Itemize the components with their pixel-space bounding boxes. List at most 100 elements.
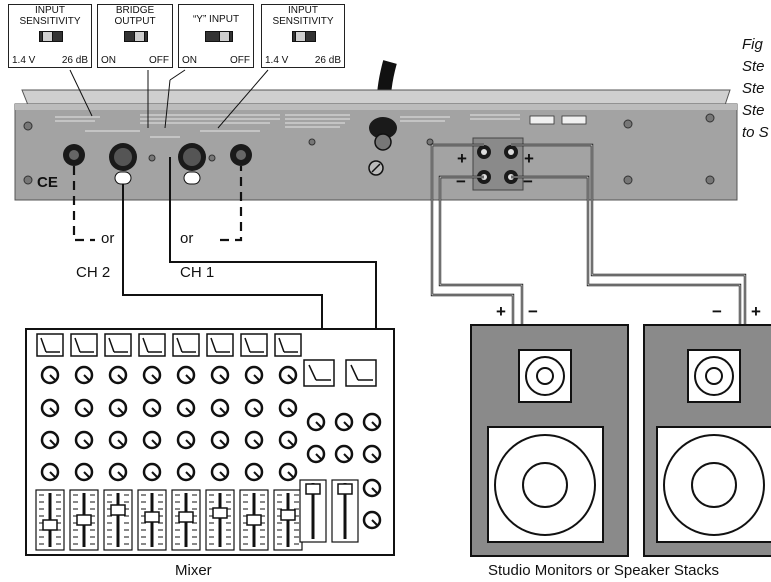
amp-plus-left: +: [457, 149, 467, 168]
ce-mark: CE: [37, 174, 58, 191]
meter-needle: [210, 337, 217, 353]
knob-pointer: [343, 453, 350, 460]
fader-cap: [246, 514, 262, 526]
fader-cap: [110, 504, 126, 516]
knob-pointer: [315, 453, 322, 460]
meter-icon: [206, 333, 234, 357]
meter-icon: [172, 333, 200, 357]
knob-pointer: [49, 471, 56, 478]
meter-needle: [308, 364, 317, 381]
slide-switch: [292, 31, 316, 42]
fader-cap: [305, 483, 321, 495]
or-label-right: or: [180, 230, 194, 247]
ch2-label: CH 2: [76, 264, 111, 281]
fader-cap: [337, 483, 353, 495]
knob-pointer: [219, 374, 226, 381]
fader-cap: [42, 519, 58, 531]
ch2-xlr-jack: [109, 143, 137, 185]
knob-pointer: [151, 374, 158, 381]
meter-needle: [278, 337, 285, 353]
speaker-right-minus: −: [712, 302, 722, 321]
knob-pointer: [219, 439, 226, 446]
fader-cap: [280, 509, 296, 521]
slide-switch: [205, 31, 233, 42]
ch1-xlr-jack: [178, 143, 206, 185]
meter-needle: [108, 337, 115, 353]
meter-icon: [36, 333, 64, 357]
knob-pointer: [287, 374, 294, 381]
speaker-right-plus: +: [751, 302, 761, 321]
meter-needle: [142, 337, 149, 353]
switch-title-line: SENSITIVITY: [19, 16, 81, 27]
knob-pointer: [185, 471, 192, 478]
caption-line: Ste: [742, 102, 765, 119]
knob-pointer: [343, 421, 350, 428]
meter-icon: [138, 333, 166, 357]
meter-icon: [274, 333, 302, 357]
switch-title-line: INPUT: [288, 5, 318, 16]
caption-line: Ste: [742, 58, 765, 75]
knob-pointer: [83, 407, 90, 414]
knob-pointer: [371, 421, 378, 428]
switch-left-label: ON: [182, 55, 197, 66]
knob-pointer: [151, 471, 158, 478]
switch-title-line: OUTPUT: [114, 16, 156, 27]
ch1-label: CH 1: [180, 264, 215, 281]
knob-pointer: [287, 471, 294, 478]
meter-needle: [176, 337, 183, 353]
knob-pointer: [371, 453, 378, 460]
caption-line: to S: [742, 124, 769, 141]
amp-minus-right: −: [523, 172, 533, 191]
knob-pointer: [185, 439, 192, 446]
or-label-left: or: [101, 230, 115, 247]
knob-pointer: [371, 519, 378, 526]
knob-pointer: [219, 471, 226, 478]
amplifier-rear-panel: [14, 89, 738, 201]
knob-pointer: [117, 471, 124, 478]
output-binding-posts: [472, 137, 524, 191]
switch-leader-lines: [69, 69, 269, 129]
meter-needle: [74, 337, 81, 353]
knob-pointer: [253, 439, 260, 446]
caption-line: Ste: [742, 80, 765, 97]
knob-pointer: [83, 439, 90, 446]
meter-icon: [240, 333, 268, 357]
knob-pointer: [83, 374, 90, 381]
knob-pointer: [49, 407, 56, 414]
knob-pointer: [315, 421, 322, 428]
speaker-right: [643, 324, 771, 557]
knob-pointer: [185, 374, 192, 381]
knob-pointer: [49, 439, 56, 446]
xlr-input-cables: [122, 157, 377, 330]
switch-title-line: INPUT: [35, 5, 65, 16]
master-meter-icon: [303, 359, 335, 387]
knob-pointer: [185, 407, 192, 414]
knob-pointer: [151, 439, 158, 446]
breaker-icon: [374, 133, 392, 151]
fader-cap: [212, 507, 228, 519]
fader-cap: [144, 511, 160, 523]
knob-pointer: [371, 487, 378, 494]
meter-needle: [350, 364, 359, 381]
knob-pointer: [117, 407, 124, 414]
switch-right-label: OFF: [230, 55, 250, 66]
amp-minus-left: −: [456, 172, 466, 191]
knob-pointer: [253, 374, 260, 381]
fader-cap: [178, 511, 194, 523]
alternate-quarter-inch-cables: [72, 166, 243, 242]
knob-pointer: [287, 439, 294, 446]
fader-cap: [76, 514, 92, 526]
ch1-quarter-inch-jack: [230, 144, 252, 166]
speaker-left: [470, 324, 629, 557]
knob-pointer: [253, 471, 260, 478]
knob-pointer: [219, 407, 226, 414]
meter-icon: [104, 333, 132, 357]
knob-pointer: [49, 374, 56, 381]
caption-line: Fig: [742, 36, 763, 53]
mixer-label: Mixer: [175, 562, 212, 579]
knob-pointer: [117, 439, 124, 446]
switch-left-label: 1.4 V: [265, 55, 289, 66]
